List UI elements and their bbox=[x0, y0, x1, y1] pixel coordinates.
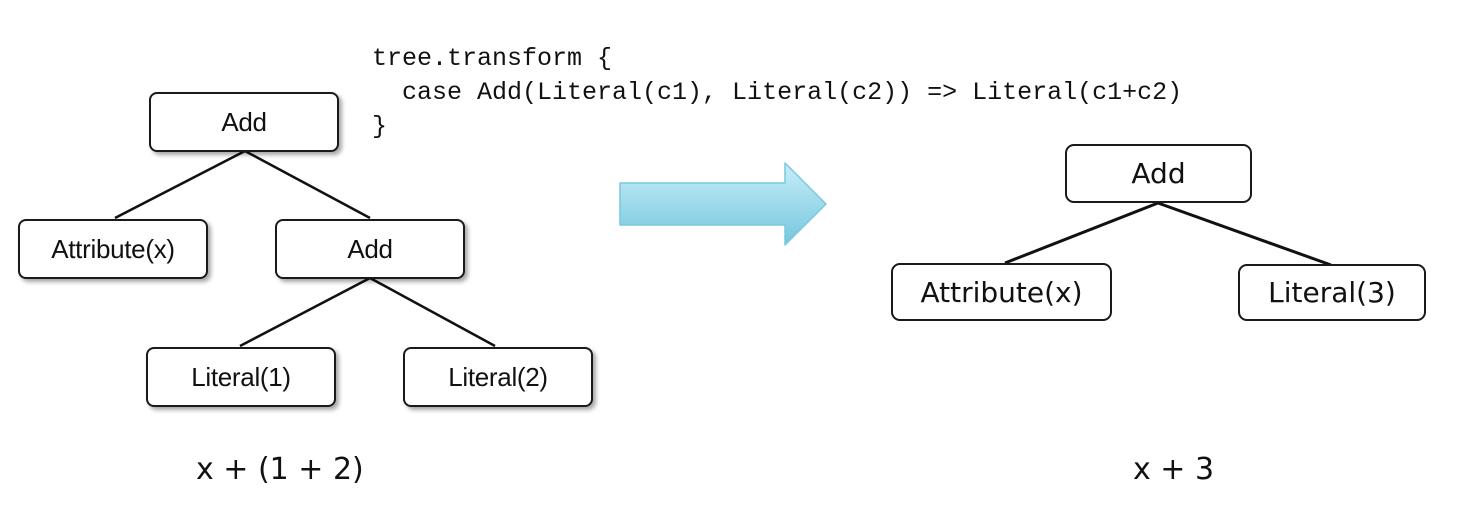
right-literal-node: Literal(3) bbox=[1238, 264, 1426, 321]
code-line-3: } bbox=[372, 112, 388, 141]
right-root-add-node: Add bbox=[1065, 144, 1252, 203]
left-expression: x + (1 + 2) bbox=[196, 452, 364, 487]
left-attribute-node: Attribute(x) bbox=[18, 219, 208, 279]
transform-arrow bbox=[619, 162, 827, 246]
left-root-add-node: Add bbox=[149, 92, 339, 152]
left-literal-2-node: Literal(2) bbox=[403, 347, 593, 407]
transform-code: tree.transform { case Add(Literal(c1), L… bbox=[372, 42, 1182, 144]
edge-inner-add-to-literal-1 bbox=[239, 276, 371, 348]
edge-root-to-inner-add bbox=[244, 149, 371, 220]
edge-right-root-to-literal bbox=[1157, 201, 1332, 267]
left-inner-add-node: Add bbox=[275, 219, 465, 279]
edge-right-root-to-attribute bbox=[1004, 201, 1159, 265]
right-tree-edges bbox=[1004, 201, 1332, 267]
edge-root-to-attribute bbox=[114, 149, 246, 220]
right-attribute-node: Attribute(x) bbox=[891, 263, 1112, 321]
edge-inner-add-to-literal-2 bbox=[369, 276, 496, 348]
right-expression: x + 3 bbox=[1133, 452, 1215, 487]
left-literal-1-node: Literal(1) bbox=[146, 347, 336, 407]
code-line-2: case Add(Literal(c1), Literal(c2)) => Li… bbox=[372, 78, 1183, 107]
left-tree-edges bbox=[114, 149, 496, 348]
code-line-1: tree.transform { bbox=[372, 44, 613, 73]
